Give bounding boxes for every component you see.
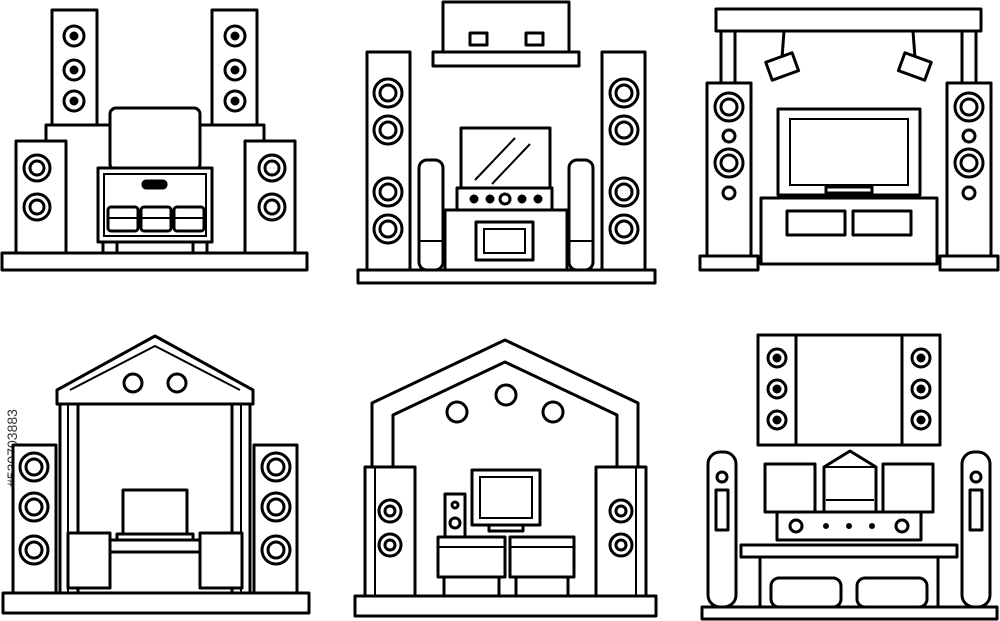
home-theater-gable-laptop-icon — [1, 334, 311, 615]
home-theater-stereo-cabinet-icon — [700, 333, 999, 621]
home-theater-arch-desk-icon — [353, 338, 658, 618]
home-theater-armchair-icon — [0, 8, 309, 272]
home-theater-wall-tv-icon — [698, 7, 1000, 272]
home-theater-tv-stand-icon — [356, 0, 657, 285]
